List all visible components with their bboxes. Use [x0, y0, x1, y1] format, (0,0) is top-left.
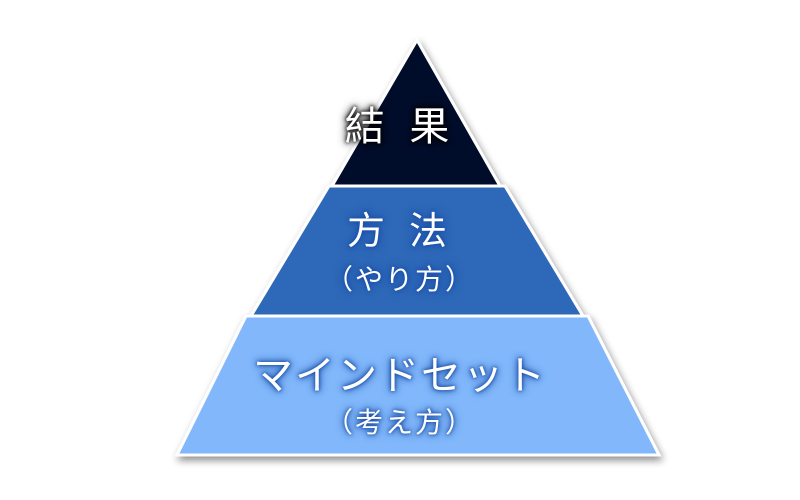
pyramid-tier-top: [329, 36, 503, 188]
pyramid-label-method: 方 法: [346, 209, 454, 253]
pyramid-sublabel-mindset: （考え方）: [324, 406, 475, 439]
pyramid-label-mindset: マインドセット: [253, 353, 547, 399]
pyramid-sublabel-method: （やり方）: [324, 263, 475, 296]
pyramid-label-results: 結 果: [344, 104, 456, 150]
pyramid-tiers: [174, 36, 662, 457]
